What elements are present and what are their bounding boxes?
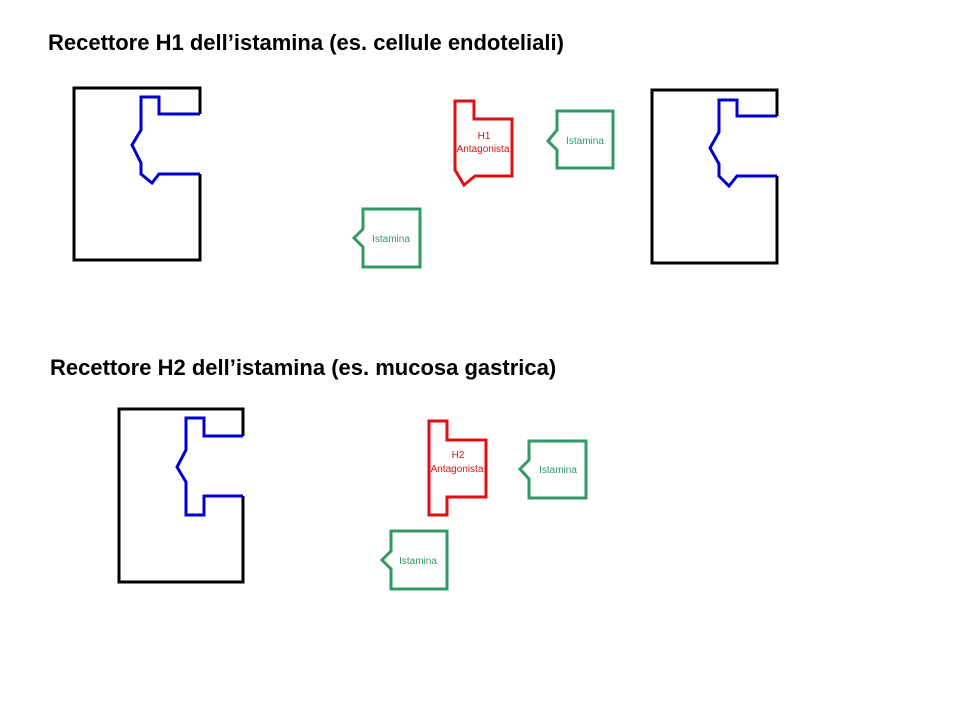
h1-receptor-left	[72, 86, 202, 262]
receptor-binding-site	[175, 416, 243, 517]
histamine-shape	[351, 207, 422, 269]
h2-receptor	[117, 407, 245, 584]
h2-histamine-left: Istamina	[379, 529, 449, 591]
title-h2-receptor: Recettore H2 dell’istamina (es. mucosa g…	[50, 355, 557, 380]
antagonist-label-line1: H2	[452, 450, 465, 461]
histamine-label: Istamina	[372, 234, 410, 245]
receptor-body	[117, 407, 245, 584]
antagonist-shape	[427, 419, 488, 517]
h1-histamine-right: Istamina	[545, 109, 615, 170]
antagonist-label-line2: Antagonista	[431, 464, 484, 475]
title-h1-receptor: Recettore H1 dell’istamina (es. cellule …	[48, 30, 564, 55]
h2-antagonist: H2 Antagonista	[427, 419, 488, 517]
histamine-shape	[545, 109, 615, 170]
receptor-body	[650, 88, 779, 265]
antagonist-label-line1: H1	[478, 131, 491, 142]
antagonist-shape	[453, 99, 514, 188]
receptor-body	[72, 86, 202, 262]
h2-histamine-right: Istamina	[517, 439, 588, 500]
histamine-label: Istamina	[539, 465, 577, 476]
h1-histamine-left: Istamina	[351, 207, 422, 269]
histamine-shape	[517, 439, 588, 500]
h1-receptor-right	[650, 88, 779, 265]
antagonist-label-line2: Antagonista	[457, 144, 510, 155]
receptor-binding-site	[130, 95, 200, 186]
receptor-binding-site	[708, 98, 777, 189]
histamine-shape	[379, 529, 449, 591]
histamine-label: Istamina	[566, 136, 604, 147]
h1-antagonist: H1 Antagonista	[453, 99, 514, 188]
histamine-label: Istamina	[399, 556, 437, 567]
